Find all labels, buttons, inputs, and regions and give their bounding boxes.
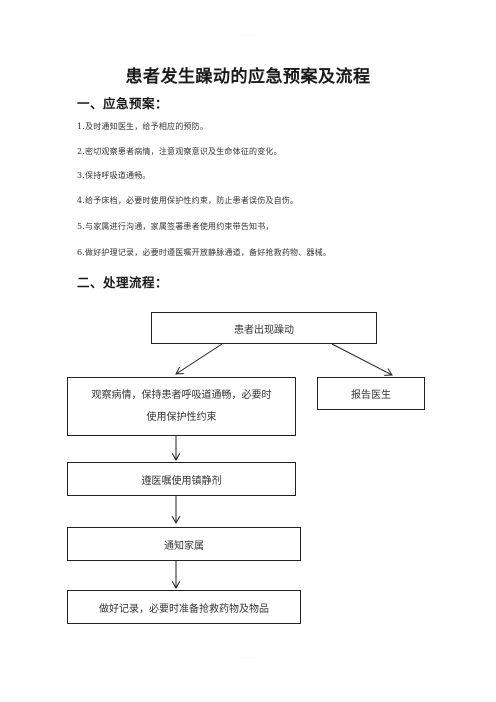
flow-box-report-label: 报告医生 — [351, 390, 391, 401]
flow-box-start-label: 患者出现躁动 — [234, 324, 294, 336]
plan-item-1: 1.及时通知医生，给予相应的预防。 — [77, 122, 209, 131]
plan-item-5: 5.与家属进行沟通，家属签署患者使用约束带告知书， — [77, 222, 274, 231]
flow-box-sedative: 遵医嘱使用镇静剂 — [67, 462, 296, 496]
arrow-to-report — [331, 343, 392, 375]
flow-box-record-label: 做好记录，必要时准备抢救药物及物品 — [99, 603, 269, 615]
plan-item-6: 6.做好护理记录，必要时遵医嘱开放静脉通道，备好抢救药物、器械。 — [77, 248, 332, 257]
flow-box-observe-line1: 观察病情，保持患者呼吸道通畅，必要时 — [91, 389, 272, 401]
page-footer-mark: · · · · · — [242, 655, 254, 660]
flow-box-record: 做好记录，必要时准备抢救药物及物品 — [67, 590, 301, 624]
flow-box-start: 患者出现躁动 — [151, 312, 377, 344]
plan-item-3: 3.保持呼吸道通畅。 — [77, 171, 151, 180]
flow-box-notify: 通知家属 — [67, 527, 301, 561]
flow-box-observe-line2: 使用保护性约束 — [146, 411, 217, 423]
plan-item-4: 4.给予床档，必要时使用保护性约束，防止患者误伤及自伤。 — [77, 196, 299, 205]
flow-box-notify-label: 通知家属 — [164, 540, 204, 552]
plan-item-2: 2.密切观察患者病情，注意观察意识及生命体征的变化。 — [77, 147, 282, 156]
section1-heading: 一、应急预案： — [77, 96, 169, 111]
section2-heading: 二、处理流程： — [77, 275, 169, 290]
flow-box-sedative-label: 遵医嘱使用镇静剂 — [141, 475, 222, 487]
flow-box-report: 报告医生 — [317, 377, 425, 410]
flow-box-observe: 观察病情，保持患者呼吸道通畅，必要时 使用保护性约束 — [67, 377, 296, 436]
page-header-mark: · · · · · · — [241, 33, 255, 38]
arrow-to-observe — [176, 343, 223, 374]
page-title: 患者发生躁动的应急预案及流程 — [125, 67, 371, 87]
